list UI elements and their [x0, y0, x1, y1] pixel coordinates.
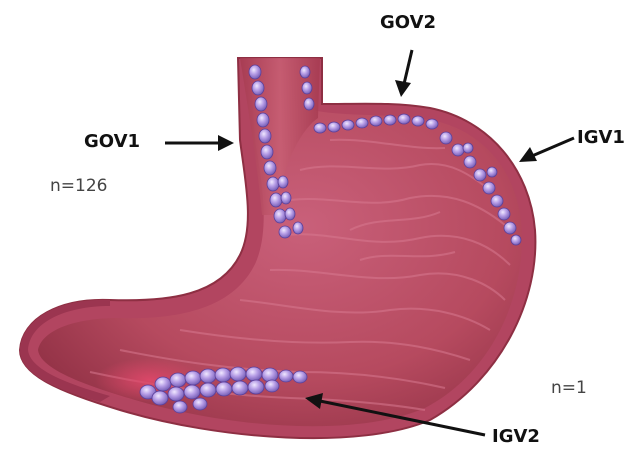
igv1-label: IGV1: [577, 129, 625, 147]
igv2-count: n=1: [551, 380, 587, 397]
gov1-count: n=126: [50, 178, 107, 195]
gov2-arrowhead: [395, 80, 411, 97]
gov1-label: GOV1: [84, 133, 140, 151]
gov2-arrow: [404, 50, 412, 84]
gov1-arrowhead: [218, 135, 234, 151]
igv2-label: IGV2: [492, 428, 540, 446]
igv1-arrow: [532, 138, 574, 156]
gov2-label: GOV2: [380, 14, 436, 32]
